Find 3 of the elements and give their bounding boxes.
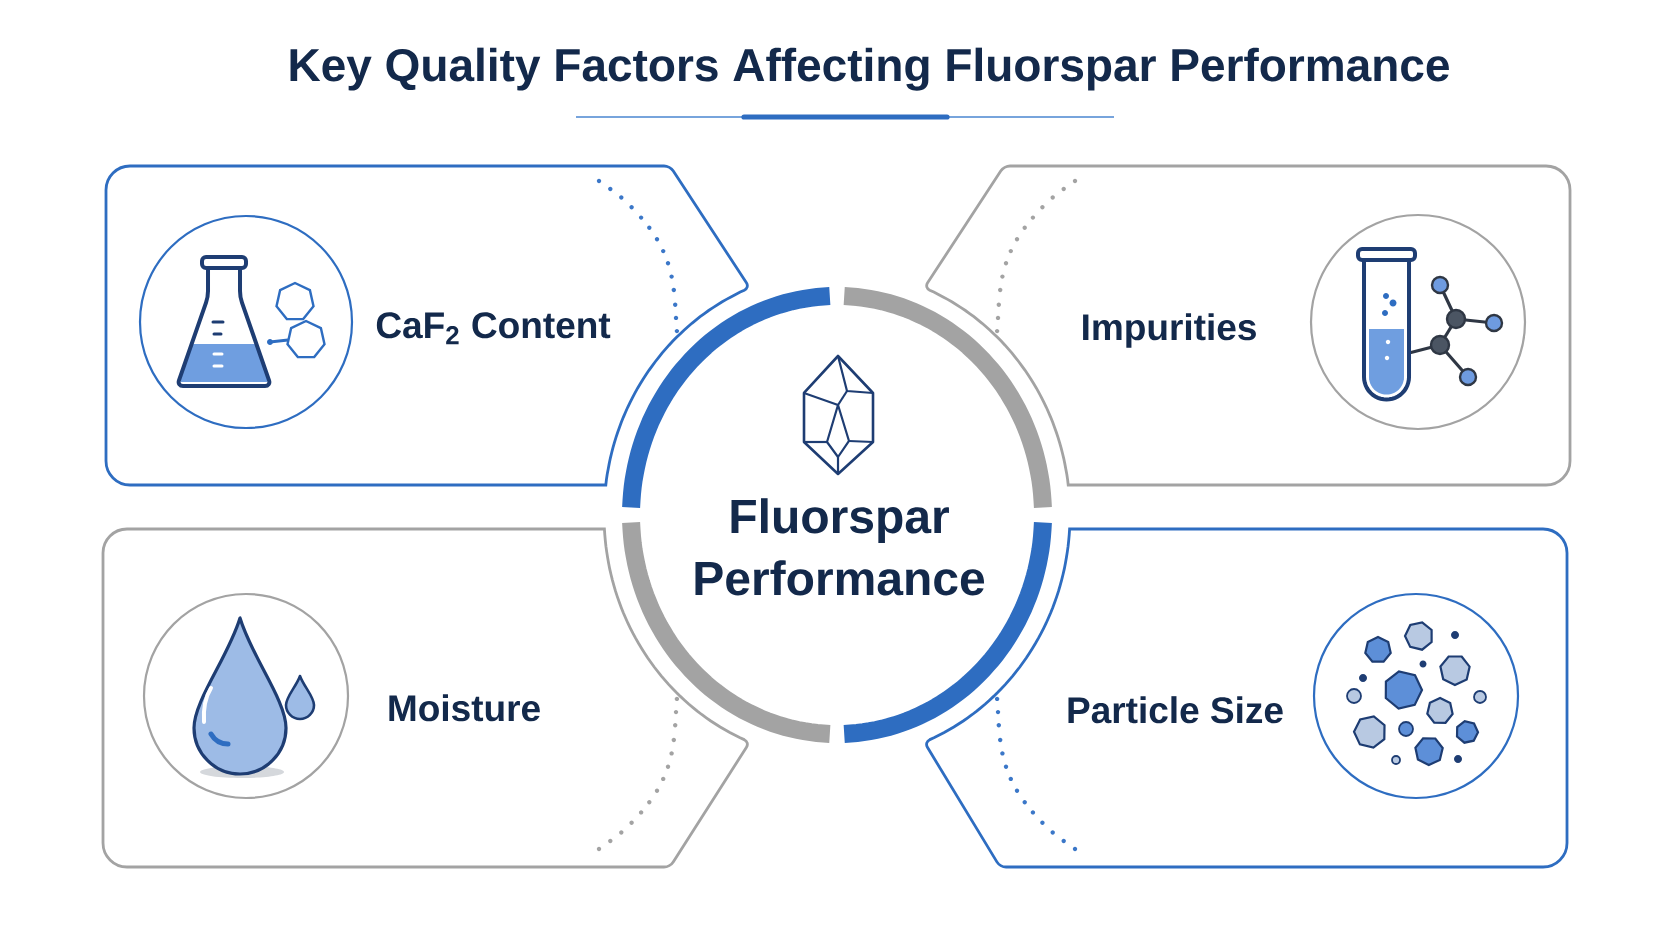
factor-box: Impurities (925, 164, 1572, 487)
title: Key Quality Factors Affecting Fluorspar Performance (290, 47, 1449, 91)
factor-box: CaF$_{2}$ Content (104, 164, 749, 487)
